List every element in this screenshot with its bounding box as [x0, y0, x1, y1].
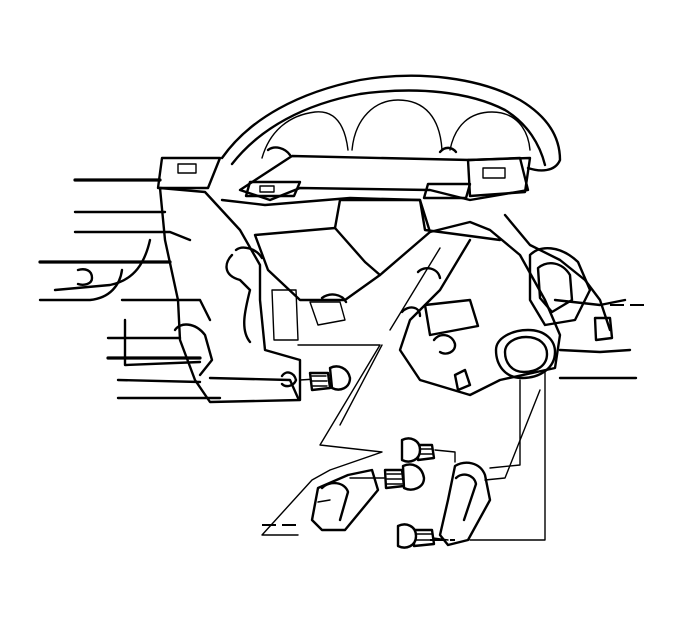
right-support-structure — [398, 213, 645, 397]
bolt-upper — [280, 365, 352, 392]
bolt-center — [383, 463, 426, 491]
cluster-housing — [156, 154, 532, 202]
bolt-upper-right — [400, 437, 436, 463]
bracket-right — [438, 461, 492, 547]
leader-lines — [261, 247, 546, 541]
bracket-left — [310, 468, 380, 532]
dash-frame-rails — [38, 178, 222, 400]
instrument-cluster-hood — [220, 74, 562, 172]
bolt-lower — [396, 523, 436, 549]
wiring-harness — [225, 198, 432, 344]
